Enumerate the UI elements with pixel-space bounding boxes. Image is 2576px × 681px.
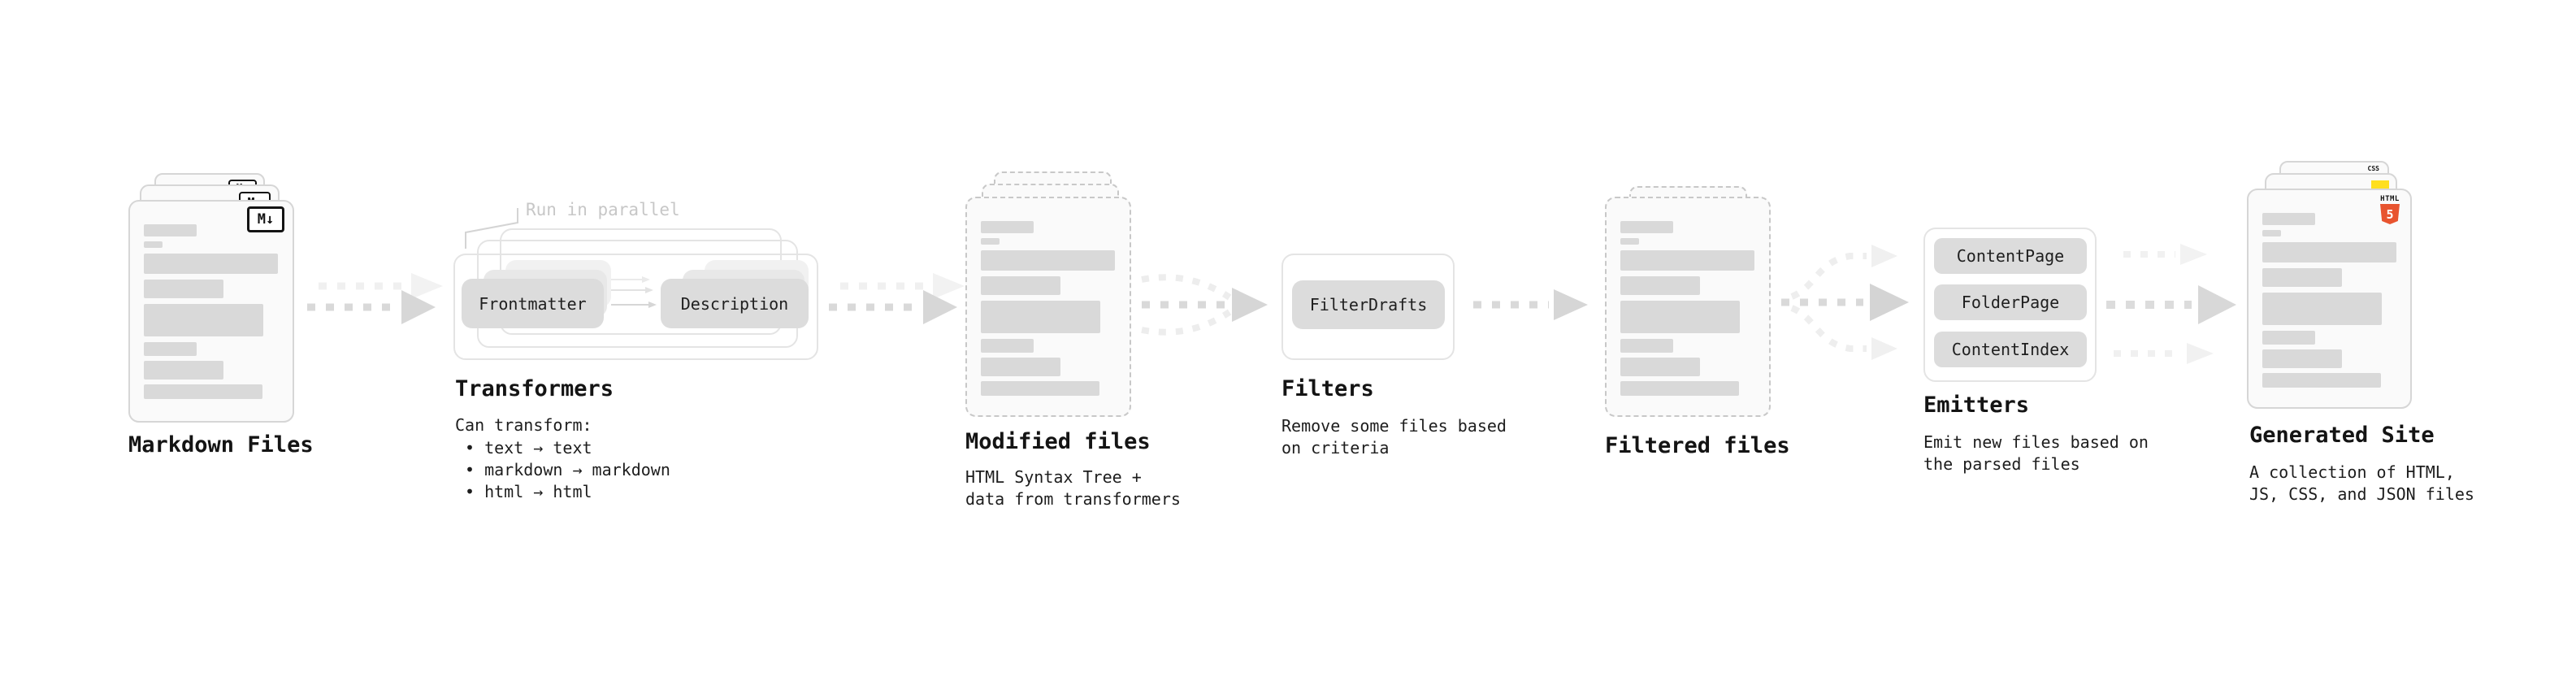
transformers-bullet: • text → text xyxy=(465,437,592,459)
content-bar xyxy=(2262,331,2315,345)
content-bar xyxy=(144,224,197,236)
arrow-modified-to-filters xyxy=(1141,274,1268,336)
content-bar xyxy=(2262,293,2382,325)
content-bar xyxy=(981,358,1060,376)
content-bar xyxy=(1620,276,1700,295)
doc-content-bars xyxy=(2262,213,2396,388)
contentindex-pill: ContentIndex xyxy=(1934,332,2087,367)
javascript-icon xyxy=(2371,180,2389,189)
filters-desc-line: Remove some files based xyxy=(1281,416,1507,436)
arrow-transformers-to-modified xyxy=(829,273,965,324)
html5-icon: HTML 5 xyxy=(2380,196,2400,224)
content-bar xyxy=(144,384,262,399)
bullet-icon: • xyxy=(465,460,475,479)
content-bar xyxy=(2262,213,2315,225)
generated-desc-line: A collection of HTML, xyxy=(2249,462,2455,482)
filters-box xyxy=(1281,254,1455,360)
run-in-parallel-note: Run in parallel xyxy=(526,200,680,219)
content-bar xyxy=(2262,373,2381,388)
content-bar xyxy=(144,342,197,356)
transformers-desc-title: Can transform: xyxy=(455,415,592,435)
modified-desc-line: data from transformers xyxy=(965,489,1181,509)
content-bar xyxy=(144,254,278,274)
arrow-emitters-to-generated xyxy=(2106,244,2236,364)
stage-label-filtered-files: Filtered files xyxy=(1605,433,1790,458)
doc-content-bars xyxy=(981,221,1115,396)
emitters-desc-line: Emit new files based on xyxy=(1923,432,2149,452)
content-bar xyxy=(981,238,1000,245)
content-bar xyxy=(1620,358,1700,376)
parallel-arrows-icon xyxy=(611,276,657,308)
bullet-text: markdown → markdown xyxy=(484,460,670,479)
stage-label-filters: Filters xyxy=(1281,376,1374,401)
arrow-filters-to-filtered xyxy=(1473,289,1588,320)
content-bar xyxy=(1620,381,1739,396)
generated-file-card: HTML 5 xyxy=(2247,189,2412,409)
content-bar xyxy=(1620,250,1754,271)
stage-label-generated-site: Generated Site xyxy=(2249,423,2435,448)
content-bar xyxy=(1620,238,1639,245)
frontmatter-pill: Frontmatter xyxy=(462,279,604,328)
content-bar xyxy=(981,339,1034,353)
content-bar xyxy=(144,280,223,298)
arrow-filtered-to-emitters xyxy=(1781,245,1909,360)
transformers-bullet: • html → html xyxy=(465,481,592,503)
filters-desc-line: on criteria xyxy=(1281,438,1390,458)
bullet-icon: • xyxy=(465,482,475,501)
content-bar xyxy=(1620,339,1673,353)
transformer-box-front xyxy=(453,254,818,360)
filtered-file-card xyxy=(1605,197,1771,417)
content-bar xyxy=(2262,349,2342,368)
content-bar xyxy=(144,241,163,248)
content-bar xyxy=(2262,242,2396,262)
modified-desc-line: HTML Syntax Tree + xyxy=(965,467,1142,487)
stage-label-modified-files: Modified files xyxy=(965,429,1151,454)
content-bar xyxy=(981,301,1100,333)
modified-file-card xyxy=(965,197,1131,417)
content-bar xyxy=(981,250,1115,271)
doc-content-bars xyxy=(1620,221,1754,396)
bullet-text: html → html xyxy=(484,482,592,501)
content-bar xyxy=(981,381,1099,396)
generated-desc-line: JS, CSS, and JSON files xyxy=(2249,484,2474,504)
content-bar xyxy=(2262,230,2281,236)
folderpage-pill: FolderPage xyxy=(1934,284,2087,320)
content-bar xyxy=(144,304,263,336)
stage-label-markdown-files: Markdown Files xyxy=(128,432,314,458)
parallel-note-leader-line xyxy=(465,208,518,249)
doc-content-bars xyxy=(144,224,278,399)
contentpage-pill: ContentPage xyxy=(1934,238,2087,274)
emitters-desc-line: the parsed files xyxy=(1923,454,2080,474)
stage-label-transformers: Transformers xyxy=(455,376,614,401)
content-bar xyxy=(981,276,1060,295)
filterdrafts-pill: FilterDrafts xyxy=(1292,280,1445,329)
content-bar xyxy=(1620,221,1673,233)
arrow-markdown-to-transformers xyxy=(307,273,443,324)
markdown-icon: M↓ xyxy=(247,206,284,232)
content-bar xyxy=(981,221,1034,233)
content-bar xyxy=(144,361,223,380)
transformers-bullet: • markdown → markdown xyxy=(465,459,670,481)
content-bar xyxy=(1620,301,1740,333)
bullet-icon: • xyxy=(465,438,475,458)
stage-label-emitters: Emitters xyxy=(1923,393,2030,418)
markdown-file-card: M↓ xyxy=(128,200,294,423)
content-bar xyxy=(2262,268,2342,287)
bullet-text: text → text xyxy=(484,438,592,458)
description-pill: Description xyxy=(661,279,809,328)
